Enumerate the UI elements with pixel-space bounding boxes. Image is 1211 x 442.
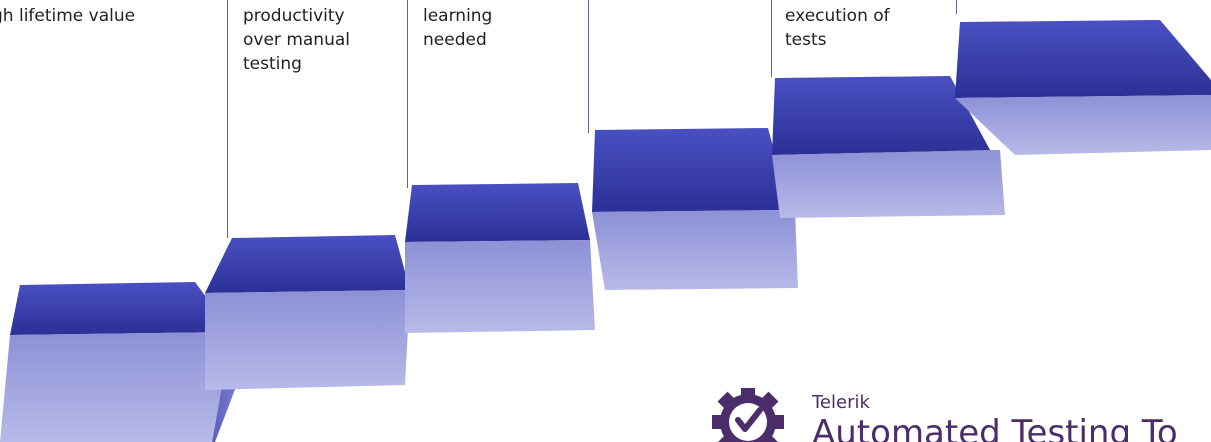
- step-block-4: [592, 128, 798, 290]
- callout-productivity: productivity over manual testing: [243, 4, 350, 76]
- callout-line-2: [227, 0, 228, 238]
- callout-learning: learning needed: [423, 4, 492, 52]
- callout-line-text: gh lifetime value: [0, 6, 136, 26]
- brand-product: Automated Testing To: [812, 413, 1178, 442]
- callout-line-text: tests: [785, 30, 827, 50]
- callout-line-text: needed: [423, 30, 487, 50]
- step-block-2: [205, 235, 410, 390]
- brand-company: Telerik: [812, 392, 870, 413]
- callout-line-text: testing: [243, 54, 302, 74]
- callout-line-5: [771, 0, 772, 77]
- callout-lifetime-value: gh lifetime value: [0, 4, 135, 28]
- callout-line-text: learning: [423, 6, 493, 26]
- checkmark-gear-icon: [712, 388, 784, 442]
- callout-line-6: [956, 0, 957, 14]
- callout-execution: execution of tests: [785, 4, 890, 52]
- callout-line-text: over manual: [243, 30, 350, 50]
- step-block-3: [405, 183, 595, 333]
- callout-line-text: productivity: [243, 6, 345, 26]
- brand-logo: Telerik Automated Testing To: [708, 388, 1211, 442]
- callout-line-4: [588, 0, 589, 133]
- callout-line-3: [407, 0, 408, 188]
- step-block-5: [772, 76, 1005, 218]
- step-block-6: [955, 20, 1211, 155]
- callout-line-text: execution of: [785, 6, 890, 26]
